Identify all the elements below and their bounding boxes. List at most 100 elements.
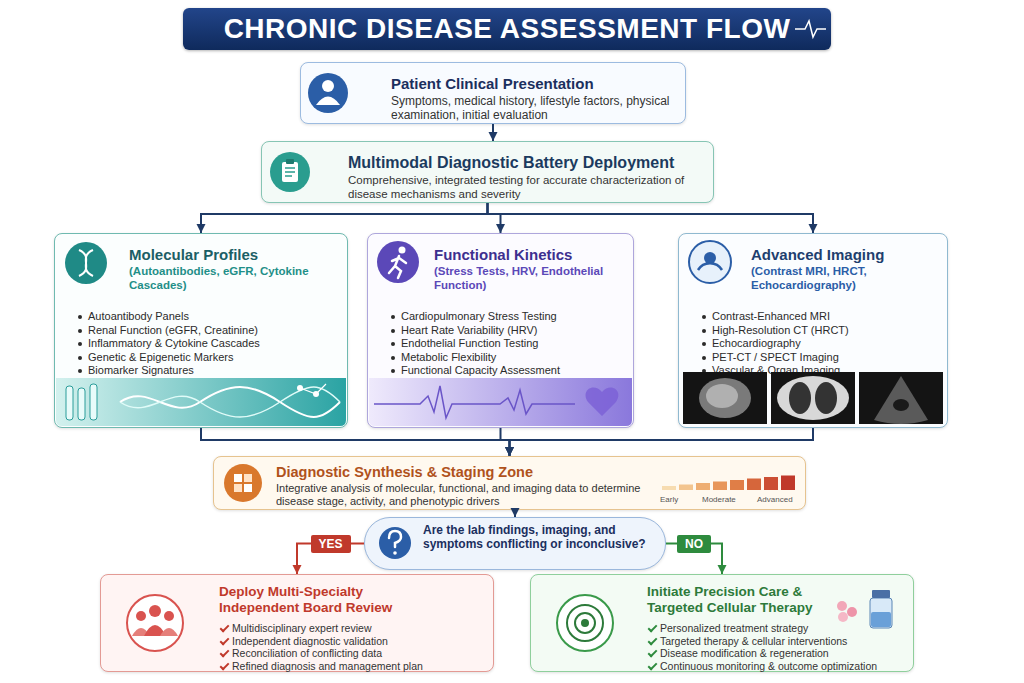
dna-strand [79, 250, 93, 276]
dna-strand [79, 250, 93, 276]
ecg-trace [374, 386, 575, 418]
connector [488, 203, 506, 233]
target-ring [567, 605, 603, 641]
test-tube [78, 388, 85, 420]
connector-line [488, 203, 501, 233]
connector-line [297, 544, 364, 575]
puzzle-icon [224, 464, 262, 502]
therapy-illustration [837, 590, 892, 628]
node-heading: Diagnostic Synthesis & Staging Zone [276, 464, 696, 481]
cell [847, 607, 857, 617]
connector [666, 544, 727, 575]
mri-shape [706, 384, 738, 408]
cell [838, 612, 848, 622]
mri-shape [699, 378, 751, 418]
connector-line [514, 510, 516, 517]
connector-line [666, 544, 722, 575]
stage-step [662, 486, 676, 490]
arrow-head [511, 508, 520, 517]
node-heading: Patient Clinical Presentation [391, 75, 676, 93]
stage-step [696, 483, 710, 490]
icon-circle [377, 241, 419, 283]
arrow-head [496, 224, 505, 233]
connector-line [492, 124, 494, 141]
stage-label: Early [660, 495, 700, 505]
list-item: Targeted therapy & cellular intervention… [647, 635, 897, 648]
target-core [581, 619, 589, 627]
list-item: Independent diagnostic validation [219, 635, 484, 648]
connector [201, 428, 514, 456]
edge-label: YES [311, 535, 351, 553]
clipboard-sheet [282, 162, 298, 182]
arrow-head [718, 565, 727, 574]
scan-icon [689, 241, 731, 283]
list-item: Biomarker Signatures [77, 364, 339, 377]
node-heading: Molecular Profiles [129, 246, 339, 264]
outcome-box: Initiate Precision Care & Targeted Cellu… [530, 574, 914, 672]
node-body: (Stress Tests, HRV, Endothelial Function… [434, 265, 604, 293]
category-panel: Advanced Imaging(Contrast MRI, HRCT, Ech… [678, 233, 948, 428]
category-panel: Functional Kinetics(Stress Tests, HRV, E… [367, 233, 634, 428]
person-body [132, 628, 150, 636]
icon-circle [65, 242, 107, 284]
patient-icon [308, 73, 348, 113]
scan-arc [698, 263, 722, 270]
list-item: Reconciliation of conflicting data [219, 647, 484, 660]
stage-step [730, 480, 744, 490]
list-item: Genetic & Epigenetic Markers [77, 351, 339, 364]
echo-fan [874, 376, 928, 424]
node-heading: Deploy Multi-Specialty Independent Board… [219, 584, 439, 616]
list-item: High-Resolution CT (HRCT) [701, 324, 939, 337]
connector-line [488, 203, 814, 233]
arrow-head [809, 224, 818, 233]
molecule-dot [313, 391, 319, 397]
echo-chamber [893, 399, 909, 411]
helix-strand [120, 387, 340, 417]
icon-circle [308, 73, 348, 113]
list-item: Echocardiography [701, 337, 939, 350]
list-item: Renal Function (eGFR, Creatinine) [77, 324, 339, 337]
illustration-band [369, 378, 632, 426]
stage-step [679, 485, 693, 491]
list-item: Endothelial Function Testing [390, 337, 625, 350]
connector-line [501, 428, 510, 456]
illustration-band [56, 378, 346, 426]
process-box: Patient Clinical PresentationSymptoms, m… [300, 62, 686, 124]
stage-bar [662, 476, 795, 491]
question-dot [393, 551, 397, 555]
person-body [144, 625, 166, 636]
list-item: Multidisciplinary expert review [219, 622, 484, 635]
list-item: PET-CT / SPECT Imaging [701, 351, 939, 364]
list-item: Disease modification & regeneration [647, 647, 897, 660]
connector [505, 428, 813, 456]
node-body: Symptoms, medical history, lifestyle fac… [391, 94, 676, 123]
runner-icon [377, 241, 419, 283]
molecule-bond [300, 384, 326, 394]
dna-icon [65, 242, 107, 284]
category-panel: Molecular Profiles(Autoantibodies, eGFR,… [54, 233, 348, 428]
connector [489, 124, 498, 141]
lung-shape [789, 382, 811, 414]
list-item: Autoantibody Panels [77, 310, 339, 323]
target-icon [557, 595, 613, 651]
connector [197, 203, 488, 233]
test-tube [90, 384, 97, 420]
stage-label: Moderate [702, 495, 752, 505]
icon-circle [557, 595, 613, 651]
node-body: Comprehensive, integrated testing for ac… [348, 174, 710, 202]
clipboard-clip [286, 159, 294, 164]
arrow-head [197, 224, 206, 233]
list-item: Heart Rate Variability (HRV) [390, 324, 625, 337]
runner-body [389, 256, 406, 278]
connector [488, 203, 818, 233]
node-heading: Initiate Precision Care & Targeted Cellu… [647, 584, 862, 616]
node-heading: Multimodal Diagnostic Battery Deployment [348, 153, 708, 172]
node-heading: Advanced Imaging [751, 246, 941, 264]
lung-shape [815, 382, 837, 414]
stage-step [764, 477, 778, 490]
vial-body [870, 598, 892, 628]
list-item: Inflammatory & Cytokine Cascades [77, 337, 339, 350]
process-box: Multimodal Diagnostic Battery Deployment… [261, 141, 714, 203]
person-head [136, 611, 146, 621]
